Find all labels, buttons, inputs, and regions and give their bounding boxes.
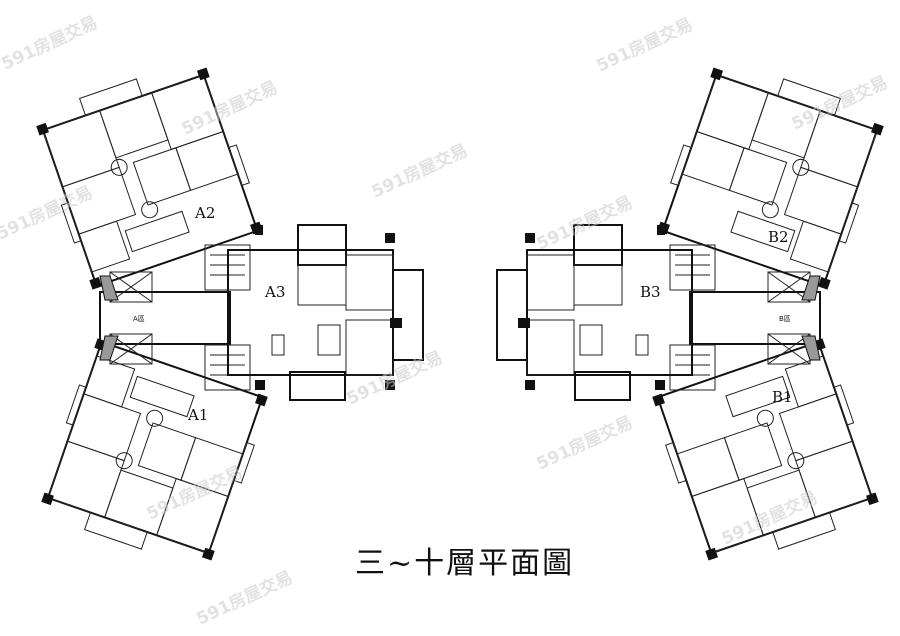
building-a (30, 55, 423, 573)
zone-label-a: A區 (133, 315, 145, 323)
watermark: 591房屋交易 (533, 192, 636, 255)
watermark: 591房屋交易 (0, 182, 96, 245)
unit-label-a2: A2 (194, 204, 215, 222)
zone-label-b: B區 (779, 315, 791, 323)
unit-label-b1: B1 (772, 388, 793, 406)
watermark: 591房屋交易 (0, 12, 101, 75)
unit-label-b2: B2 (768, 228, 789, 246)
plan-title: 三~十層平面圖 (355, 546, 575, 581)
watermark: 591房屋交易 (143, 462, 246, 525)
unit-label-a3: A3 (264, 283, 285, 301)
unit-label-a1: A1 (187, 406, 208, 424)
watermark: 591房屋交易 (593, 14, 696, 77)
watermark: 591房屋交易 (368, 140, 471, 203)
watermark: 591房屋交易 (343, 347, 446, 410)
unit-label-b3: B3 (640, 283, 661, 301)
building-b (497, 55, 890, 573)
watermark: 591房屋交易 (533, 412, 636, 475)
watermark: 591房屋交易 (178, 77, 281, 140)
watermark: 591房屋交易 (193, 567, 296, 630)
